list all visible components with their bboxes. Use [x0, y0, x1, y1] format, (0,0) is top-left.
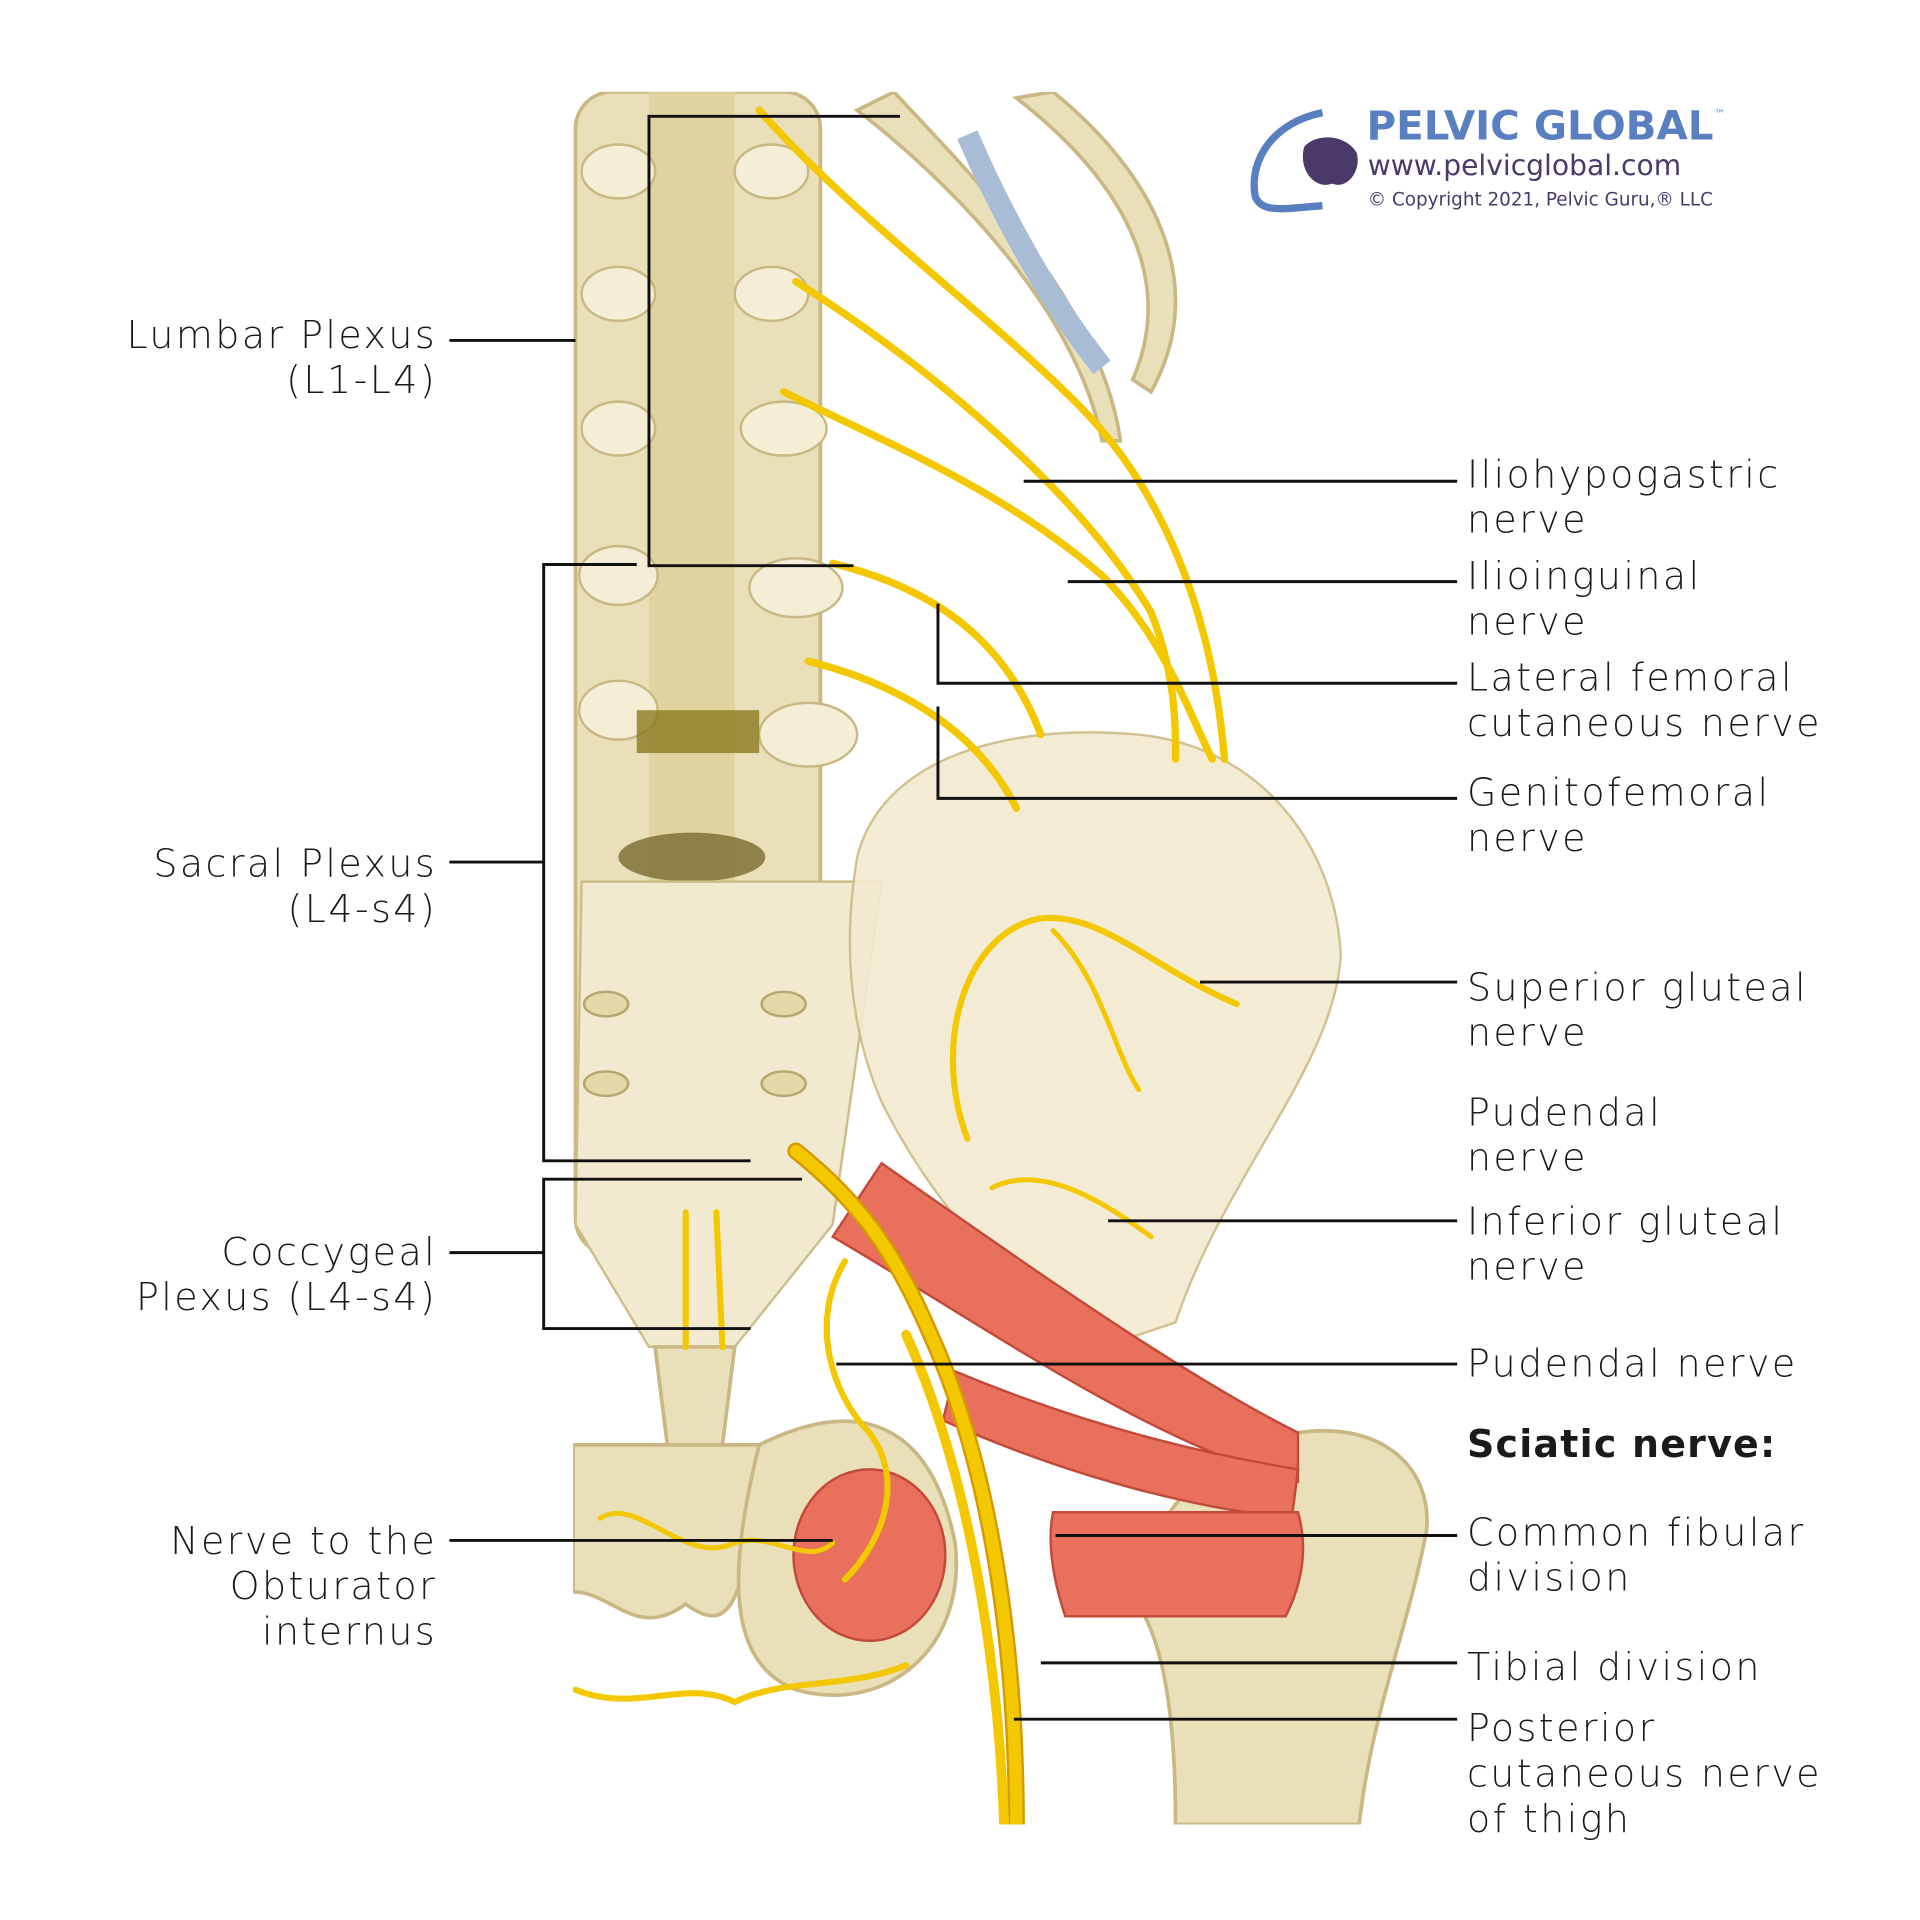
label-pudendal-nerve: Pudendal nerve: [1467, 1341, 1798, 1385]
ribs: [853, 91, 1178, 443]
anatomy-illustration: [573, 91, 1429, 1825]
leader-lines: [449, 114, 1458, 1721]
globe-icon: [1250, 109, 1324, 213]
spine: [573, 91, 884, 1466]
logo-tm: ™: [1714, 108, 1725, 121]
label-tibial-division: Tibial division: [1467, 1645, 1762, 1689]
label-lumbar-plexus: Lumbar Plexus(L1-L4): [126, 313, 437, 402]
label-sciatic-nerve-heading: Sciatic nerve:: [1467, 1422, 1776, 1466]
logo-brand: PELVIC GLOBAL: [1367, 102, 1714, 150]
logo-copyright: © Copyright 2021, Pelvic Guru,® LLC: [1368, 190, 1713, 211]
label-sacral-plexus: Sacral Plexus(L4-s4): [153, 842, 437, 931]
pelvic-global-logo: PELVIC GLOBAL ™ www.pelvicglobal.com © C…: [1250, 102, 1725, 213]
logo-url: www.pelvicglobal.com: [1368, 149, 1681, 182]
muscles: [792, 1161, 1305, 1643]
nerves: [573, 106, 1240, 1825]
pelvis-logo-icon: [1302, 137, 1358, 185]
